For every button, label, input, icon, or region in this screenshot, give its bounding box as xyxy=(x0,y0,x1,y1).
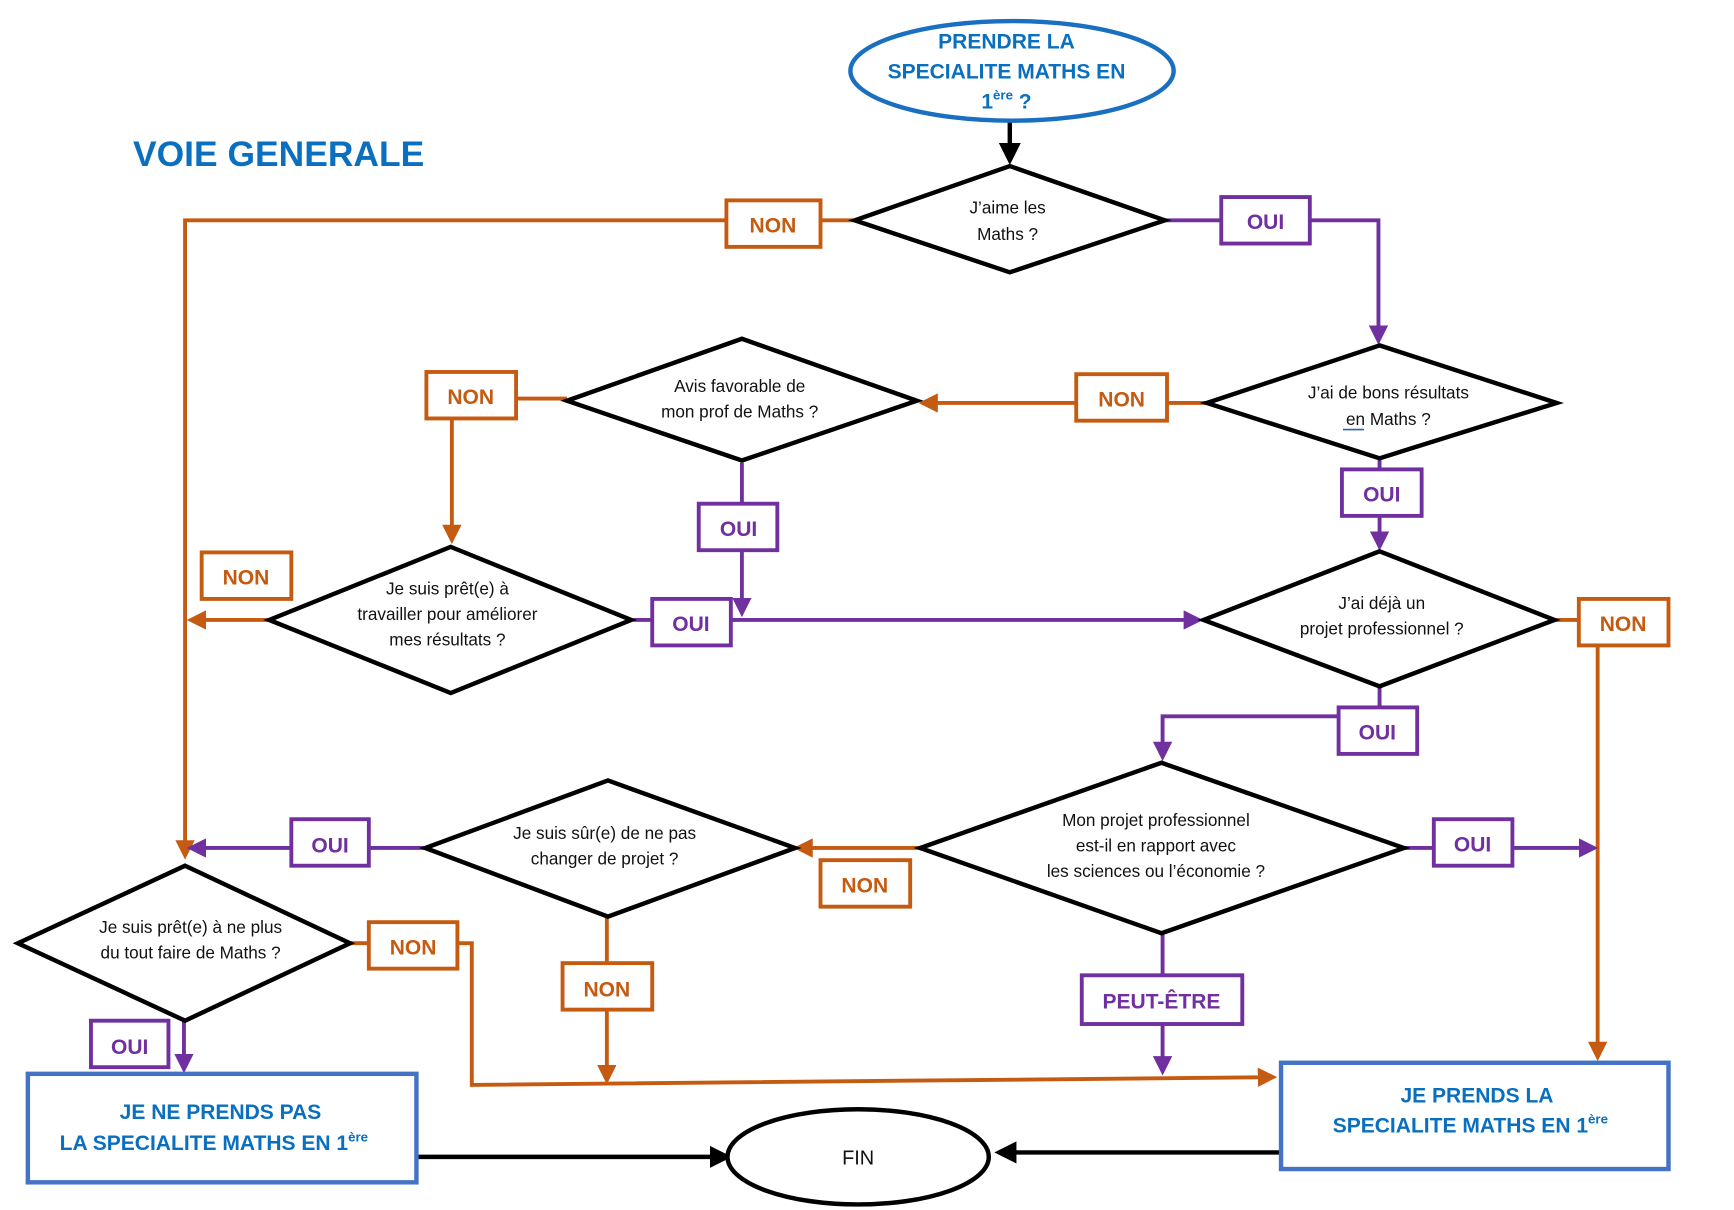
svg-text:OUI: OUI xyxy=(1247,211,1284,234)
connector-q5-yes xyxy=(1152,686,1382,762)
svg-text:NON: NON xyxy=(841,874,888,897)
label-yes: OUI xyxy=(89,1018,171,1070)
label-yes: OUI xyxy=(1339,467,1424,518)
svg-text:NON: NON xyxy=(223,567,270,590)
start-node: PRENDRE LA SPECIALITE MATHS EN 1ère ? xyxy=(848,18,1176,123)
label-no: NON xyxy=(724,198,823,249)
label-yes: OUI xyxy=(1336,705,1420,756)
svg-text:PEUT-ÊTRE: PEUT-ÊTRE xyxy=(1103,990,1221,1014)
decision-has-project: J’ai déjà un projet professionnel ? xyxy=(1197,548,1561,689)
svg-text:en Maths ?: en Maths ? xyxy=(1346,409,1431,429)
connector-q5-no xyxy=(1554,618,1608,1062)
svg-text:J’ai déjà un: J’ai déjà un xyxy=(1338,593,1425,613)
svg-text:OUI: OUI xyxy=(111,1036,148,1059)
svg-text:OUI: OUI xyxy=(1454,833,1491,856)
label-no: NON xyxy=(818,858,913,909)
svg-text:NON: NON xyxy=(1600,613,1647,636)
label-no: NON xyxy=(1074,372,1169,423)
svg-text:NON: NON xyxy=(1098,388,1145,411)
svg-text:OUI: OUI xyxy=(311,834,348,857)
svg-text:OUI: OUI xyxy=(672,613,709,636)
svg-text:les sciences ou l’économie ?: les sciences ou l’économie ? xyxy=(1047,861,1265,881)
label-yes: OUI xyxy=(650,596,733,648)
svg-text:LA SPECIALITE MATHS EN 1ère: LA SPECIALITE MATHS EN 1ère xyxy=(60,1129,368,1155)
decision-sure-project: Je suis sûr(e) de ne pas changer de proj… xyxy=(418,778,802,919)
svg-text:NON: NON xyxy=(390,936,437,959)
svg-text:NON: NON xyxy=(750,214,797,237)
svg-text:mon prof de Maths ?: mon prof de Maths ? xyxy=(661,401,818,421)
label-yes: OUI xyxy=(696,501,780,553)
svg-text:NON: NON xyxy=(447,386,494,409)
svg-text:OUI: OUI xyxy=(720,518,757,541)
svg-text:1ère ?: 1ère ? xyxy=(981,88,1031,114)
svg-text:FIN: FIN xyxy=(842,1148,874,1170)
svg-text:NON: NON xyxy=(583,978,630,1001)
label-yes: OUI xyxy=(1431,817,1515,868)
svg-text:SPECIALITE MATHS EN: SPECIALITE MATHS EN xyxy=(888,61,1126,84)
label-no: NON xyxy=(1576,596,1671,648)
svg-text:Avis favorable de: Avis favorable de xyxy=(674,376,805,396)
svg-text:JE PRENDS LA: JE PRENDS LA xyxy=(1400,1085,1553,1108)
svg-text:PRENDRE LA: PRENDRE LA xyxy=(938,31,1075,54)
svg-text:OUI: OUI xyxy=(1359,722,1396,745)
label-yes: OUI xyxy=(289,817,371,868)
svg-text:Mon projet professionnel: Mon projet professionnel xyxy=(1062,810,1250,830)
decision-no-more-maths: Je suis prêt(e) à ne plus du tout faire … xyxy=(12,863,356,1024)
svg-text:Je suis prêt(e) à: Je suis prêt(e) à xyxy=(386,578,509,598)
end-node: FIN xyxy=(725,1107,991,1207)
connector-q1-no xyxy=(175,218,855,860)
label-no: NON xyxy=(366,920,460,971)
label-no: NON xyxy=(424,370,519,421)
svg-text:travailler pour améliorer: travailler pour améliorer xyxy=(357,604,537,624)
label-no: NON xyxy=(560,961,655,1012)
svg-text:mes résultats ?: mes résultats ? xyxy=(389,629,505,649)
decision-good-results: J’ai de bons résultats en Maths ? xyxy=(1199,343,1564,461)
label-yes: OUI xyxy=(1219,195,1312,246)
svg-text:est-il en rapport avec: est-il en rapport avec xyxy=(1076,835,1236,855)
decision-teacher-opinion: Avis favorable de mon prof de Maths ? xyxy=(560,336,924,463)
svg-text:Je suis sûr(e) de ne pas: Je suis sûr(e) de ne pas xyxy=(513,823,696,843)
svg-text:SPECIALITE MATHS EN 1ère: SPECIALITE MATHS EN 1ère xyxy=(1333,1112,1608,1138)
outcome-take: JE PRENDS LA SPECIALITE MATHS EN 1ère xyxy=(1278,1060,1671,1172)
svg-text:changer de projet ?: changer de projet ? xyxy=(531,849,679,869)
label-maybe: PEUT-ÊTRE xyxy=(1079,973,1245,1026)
decision-like-maths: J’aime les Maths ? xyxy=(847,163,1172,275)
svg-text:J’ai de bons résultats: J’ai de bons résultats xyxy=(1308,383,1469,403)
svg-text:projet professionnel ?: projet professionnel ? xyxy=(1300,618,1464,638)
page-title: VOIE GENERALE xyxy=(133,134,424,174)
svg-text:JE NE PRENDS PAS: JE NE PRENDS PAS xyxy=(120,1101,322,1124)
decision-project-science: Mon projet professionnel est-il en rappo… xyxy=(913,760,1411,936)
svg-text:du tout faire de Maths ?: du tout faire de Maths ? xyxy=(101,943,281,963)
outcome-no-take: JE NE PRENDS PAS LA SPECIALITE MATHS EN … xyxy=(25,1071,419,1185)
decision-ready-to-work: Je suis prêt(e) à travailler pour amélio… xyxy=(263,544,638,696)
svg-text:Maths ?: Maths ? xyxy=(977,224,1038,244)
svg-text:OUI: OUI xyxy=(1363,483,1400,506)
svg-text:J’aime les: J’aime les xyxy=(969,198,1045,218)
svg-text:Je suis prêt(e) à ne plus: Je suis prêt(e) à ne plus xyxy=(99,917,282,937)
label-no: NON xyxy=(199,550,294,601)
